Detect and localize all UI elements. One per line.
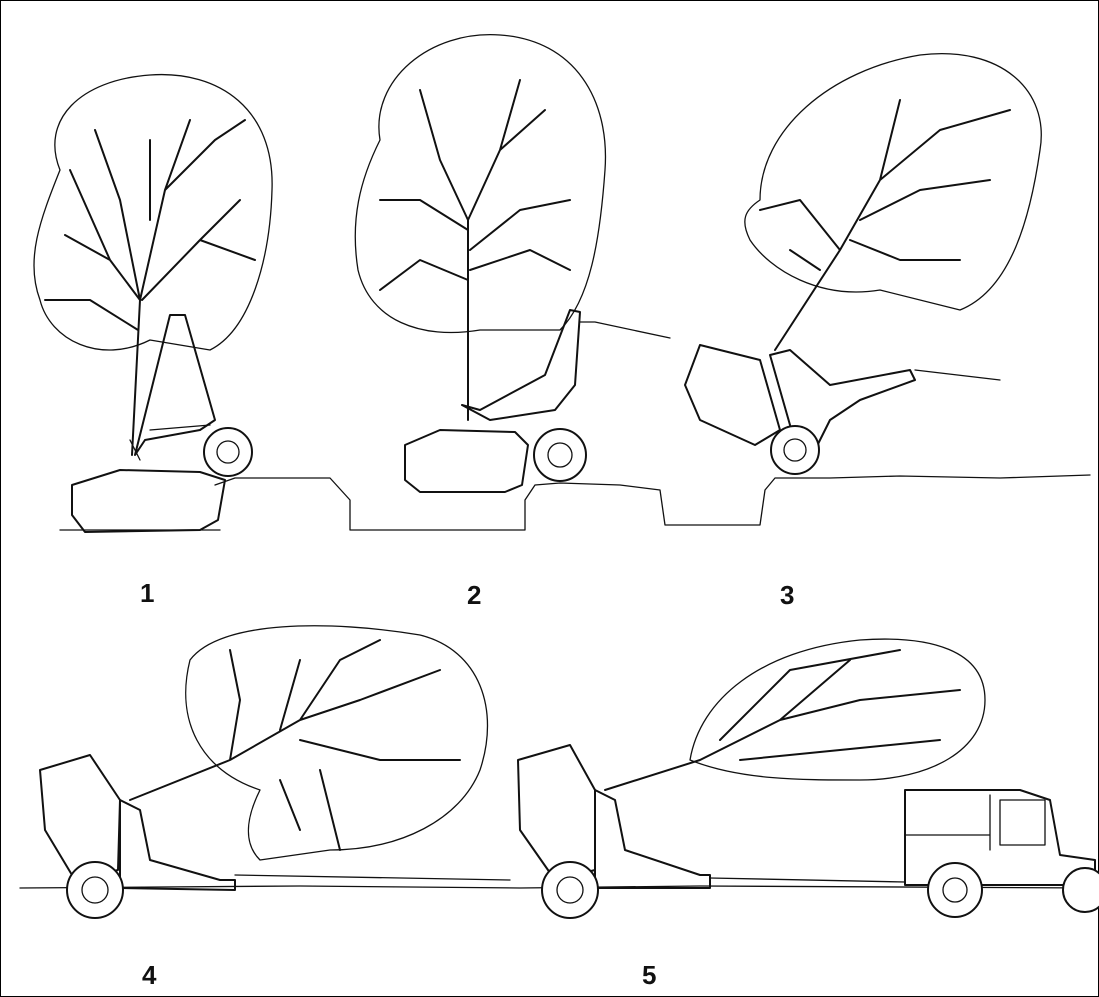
root-ball-icon [685,345,780,445]
wheel-icon [928,863,982,917]
stage-4 [40,626,510,918]
tree-icon [355,35,605,420]
root-ball-icon [40,755,120,880]
stage-4-label: 4 [142,962,156,988]
tree-icon [605,639,985,790]
tree-spade-trailer-icon [770,350,1000,474]
tree-spade-trailer-icon [462,310,670,481]
wheel-icon [542,862,598,918]
tree-icon [745,54,1041,350]
stage-3-label: 3 [780,582,794,608]
tree-spade-trailer-icon [67,800,510,918]
wheel-icon [771,426,819,474]
wheel-icon [534,429,586,481]
wheel-icon [67,862,123,918]
root-ball-icon [405,430,528,492]
stage-5 [518,639,1099,918]
stage-2-label: 2 [467,582,481,608]
stage-1 [34,75,272,532]
tow-vehicle-icon [905,790,1099,917]
wheel-icon [1063,868,1099,912]
tree-icon [34,75,272,455]
root-ball-icon [72,470,225,532]
tree-icon [130,626,488,860]
wheel-icon [204,428,252,476]
stage-1-label: 1 [140,580,154,606]
stage-3 [685,54,1041,474]
tree-spade-trailer-icon [130,315,252,476]
root-ball-icon [518,745,595,880]
tree-spade-trailer-icon [542,790,905,918]
stage-5-label: 5 [642,962,656,988]
stage-2 [355,35,670,492]
